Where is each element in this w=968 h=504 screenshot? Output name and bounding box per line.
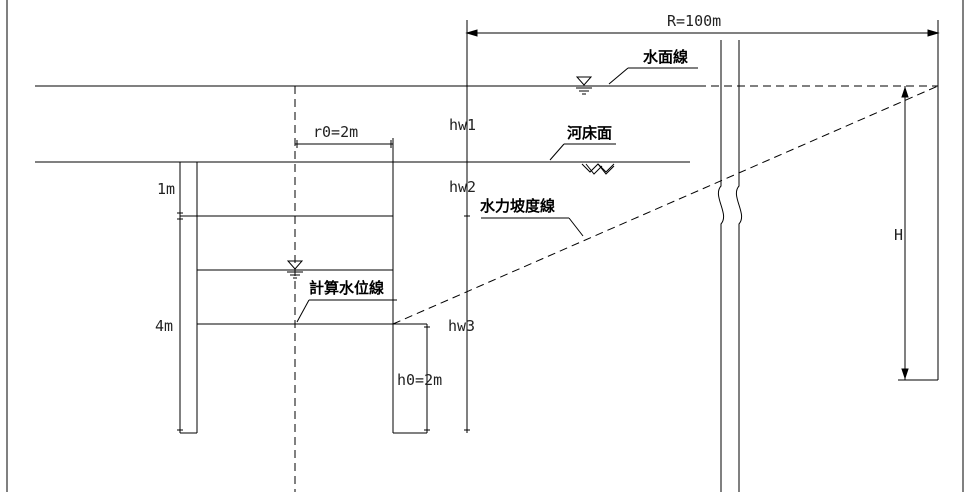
four-m-label: 4m bbox=[155, 317, 173, 335]
H-label: H bbox=[894, 226, 903, 244]
hw-dimension-line bbox=[464, 20, 470, 433]
radius-label: R=100m bbox=[667, 12, 721, 30]
hydraulic-gradient-line bbox=[392, 85, 939, 325]
hw3-label: hw3 bbox=[448, 317, 475, 335]
calc-water-level-label: 計算水位線 bbox=[309, 279, 384, 297]
water-surface-label: 水面線 bbox=[643, 48, 688, 66]
hydraulic-gradient-label: 水力坡度線 bbox=[480, 197, 555, 215]
hw1-label: hw1 bbox=[449, 116, 476, 134]
water-level-marker-surface bbox=[575, 76, 593, 95]
riverbed-hatch-symbol bbox=[581, 163, 615, 175]
water-surface-leader bbox=[608, 67, 698, 85]
left-dimension-line bbox=[177, 162, 183, 433]
riverbed-leader bbox=[549, 143, 616, 161]
hydraulic-gradient-leader bbox=[481, 217, 584, 237]
h0-dimension-line bbox=[424, 324, 430, 433]
water-level-marker-well bbox=[286, 260, 304, 279]
break-line-symbol bbox=[717, 40, 743, 492]
riverbed-label: 河床面 bbox=[567, 124, 612, 142]
hw2-label: hw2 bbox=[449, 178, 476, 196]
r0-label: r0=2m bbox=[313, 123, 358, 141]
h0-label: h0=2m bbox=[397, 371, 442, 389]
H-dimension-line bbox=[898, 86, 938, 381]
r0-dimension-line bbox=[295, 140, 393, 148]
radius-dimension-line bbox=[465, 20, 940, 380]
one-m-label: 1m bbox=[157, 180, 175, 198]
calc-water-level-leader bbox=[296, 299, 397, 323]
